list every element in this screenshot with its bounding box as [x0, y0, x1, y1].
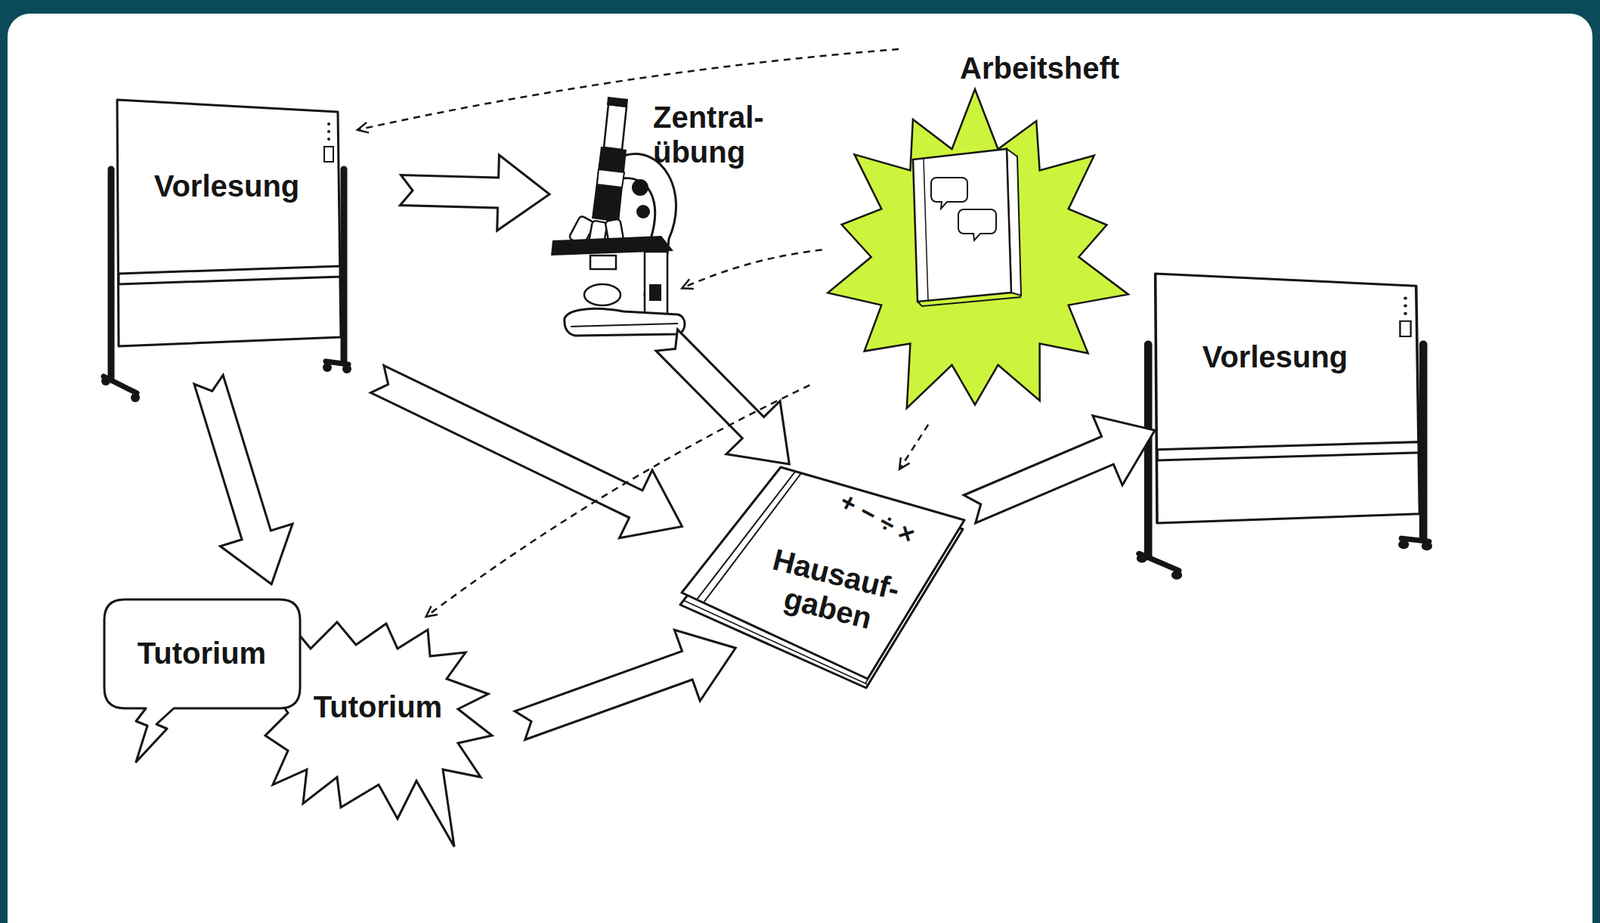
- whiteboard-drawing-part: [1421, 541, 1433, 551]
- flow-arrow: [963, 415, 1155, 524]
- whiteboard-drawing-part: [101, 376, 111, 386]
- whiteboard-drawing-part: [130, 393, 140, 403]
- dashed-line: [681, 250, 822, 289]
- whiteboard-drawing-part: [327, 122, 331, 126]
- dashed-line: [357, 49, 899, 130]
- microscope-drawing-part: [590, 255, 616, 270]
- flow-arrow: [514, 629, 736, 740]
- workbook-burst-part: [958, 209, 997, 241]
- block-arrow-shape: [399, 154, 550, 231]
- microscope-drawing-part: [649, 284, 662, 301]
- flow-arrow: [399, 154, 550, 231]
- flow-arrow: [194, 374, 293, 585]
- workbook-burst-part: [923, 158, 929, 301]
- whiteboard-drawing-part: [1403, 312, 1408, 316]
- diagram-node: Vorlesung: [1137, 270, 1433, 592]
- whiteboard-drawing-part: [327, 137, 331, 141]
- block-arrow-shape: [656, 329, 790, 465]
- whiteboard-drawing: [102, 96, 352, 415]
- whiteboard-drawing-part: [324, 146, 334, 162]
- whiteboard-drawing-part: [327, 129, 331, 134]
- workbook-burst-part: [931, 177, 968, 209]
- node-label: Arbeitsheft: [959, 50, 1138, 86]
- microscope-drawing-part: [570, 323, 678, 327]
- dashed-line: [899, 424, 929, 470]
- whiteboard-drawing-part: [1171, 570, 1183, 580]
- diagram-node: Vorlesung: [102, 96, 352, 415]
- whiteboard-drawing-part: [1136, 553, 1148, 563]
- arrow-head: [357, 122, 369, 134]
- microscope-drawing-part: [603, 104, 627, 150]
- arrow-head: [426, 606, 438, 617]
- arrow-head: [899, 457, 910, 470]
- whiteboard-drawing-part: [118, 266, 341, 285]
- whiteboard-drawing-part: [1403, 304, 1408, 308]
- whiteboard-drawing-part: [1403, 296, 1408, 300]
- microscope-drawing-part: [631, 179, 649, 196]
- diagram-node: + − ÷ ×Hausauf- gaben: [678, 464, 970, 689]
- workbook-burst-part: [912, 148, 1012, 302]
- block-arrow-shape: [194, 374, 293, 585]
- whiteboard-drawing-part: [1144, 343, 1153, 557]
- dashed-reference-arrow: [899, 424, 929, 470]
- speech-bubble: [102, 597, 307, 765]
- shout-burst-part: [265, 622, 493, 847]
- block-arrow-shape: [371, 365, 683, 539]
- node-label: Zentral- übung: [652, 99, 805, 170]
- arrow-head: [681, 278, 694, 289]
- microscope-drawing-part: [597, 169, 625, 188]
- microscope-drawing-part: [591, 146, 627, 223]
- dashed-reference-arrow: [357, 49, 899, 134]
- whiteboard-drawing-part: [1398, 539, 1409, 549]
- homework-book-part: [681, 467, 965, 679]
- whiteboard-drawing-part: [1399, 321, 1411, 337]
- whiteboard-drawing-part: [342, 364, 352, 374]
- node-label: Tutorium: [118, 635, 285, 671]
- block-arrow-shape: [963, 415, 1155, 524]
- whiteboard-drawing: [1137, 270, 1433, 592]
- whiteboard-drawing-part: [117, 99, 341, 347]
- flow-arrow: [656, 329, 790, 465]
- dashed-reference-arrow: [681, 250, 822, 289]
- whiteboard-drawing-part: [1155, 273, 1421, 524]
- workbook-burst-part: [827, 89, 1129, 409]
- microscope-drawing-part: [584, 284, 621, 306]
- microscope-drawing-part: [606, 96, 629, 108]
- whiteboard-drawing-part: [322, 362, 332, 372]
- node-label: Vorlesung: [132, 168, 322, 204]
- dashed-line: [426, 385, 811, 617]
- node-label: Vorlesung: [1184, 339, 1366, 375]
- flow-arrow: [371, 365, 683, 539]
- microscope-drawing-part: [636, 204, 650, 219]
- diagram-node: Tutorium: [102, 597, 307, 765]
- block-arrow-shape: [514, 629, 736, 740]
- diagram-node: Zentral- übung: [547, 96, 688, 341]
- whiteboard-drawing-part: [108, 169, 115, 380]
- dashed-reference-arrow: [426, 385, 811, 617]
- workbook-burst: [816, 49, 1134, 431]
- whiteboard-drawing-part: [1157, 442, 1419, 461]
- diagram-node: Arbeitsheft: [816, 49, 1134, 431]
- microscope-drawing-part: [564, 308, 685, 336]
- node-label: Tutorium: [294, 689, 462, 725]
- microscope-drawing-part: [644, 251, 668, 316]
